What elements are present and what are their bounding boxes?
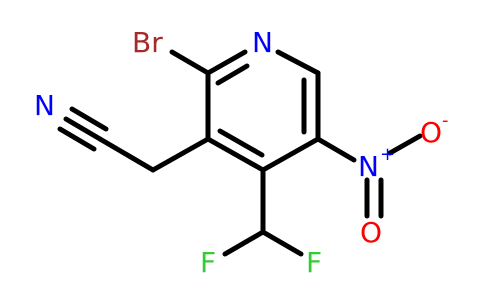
bond-n1-c6-outer	[275, 49, 321, 76]
atom-fluorine-left: F	[200, 246, 216, 279]
bond-c2-n1-inner	[215, 63, 250, 86]
atom-fluorine-right: F	[306, 246, 322, 279]
atom-bromine: Br	[132, 26, 163, 59]
atom-labels: Br N N N + O - O F F	[34, 26, 449, 279]
bond-c4-c3	[205, 136, 266, 173]
bond-c5-c4	[260, 136, 321, 173]
atom-nitro-oxygen-double: O	[360, 216, 382, 249]
nitro-oxygen-charge: -	[442, 110, 449, 131]
bond-c3-ch2	[150, 136, 211, 173]
bond-c2-n1	[205, 49, 248, 76]
nitro-nitrogen-charge: +	[380, 144, 395, 165]
bond-ch2-cn	[97, 136, 156, 173]
bond-chf2-fl	[222, 229, 266, 257]
atom-nitro-nitrogen: N	[358, 150, 379, 183]
atom-nitro-oxygen-single: O	[420, 116, 442, 149]
bond-c4-c3-inner	[217, 128, 265, 158]
bond-c2-br	[169, 49, 211, 76]
bond-chf2-fr	[260, 229, 304, 257]
atom-nitrile-nitrogen: N	[34, 89, 55, 122]
bond-cn-triple-b	[69, 106, 109, 132]
bond-cn-triple-a	[63, 116, 103, 142]
bond-cn-triple-c	[57, 126, 97, 152]
bond-n-o-single	[387, 133, 423, 156]
bond-c5-nno2	[315, 136, 357, 163]
atom-ring-nitrogen: N	[252, 26, 273, 59]
bonds	[57, 49, 423, 257]
